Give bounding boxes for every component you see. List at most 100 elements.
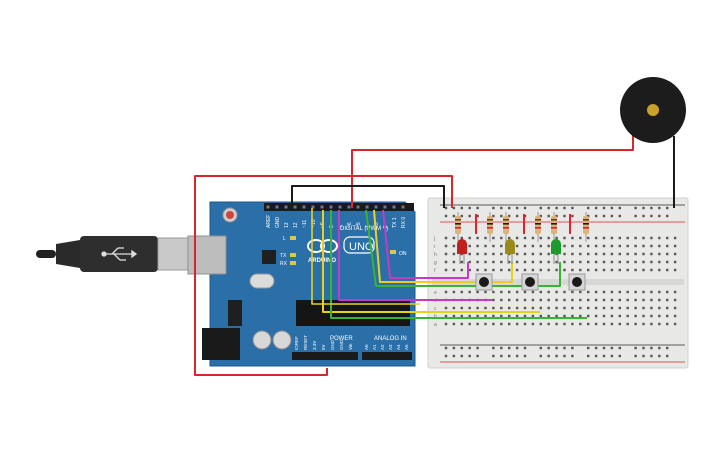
terminal-hole[interactable] bbox=[460, 314, 463, 318]
rail-hole[interactable] bbox=[642, 354, 645, 358]
terminal-hole[interactable] bbox=[452, 322, 456, 326]
terminal-hole[interactable] bbox=[563, 298, 566, 302]
terminal-hole[interactable] bbox=[666, 290, 669, 294]
terminal-hole[interactable] bbox=[594, 298, 598, 302]
terminal-hole[interactable] bbox=[531, 298, 535, 302]
terminal-hole[interactable] bbox=[547, 252, 550, 256]
rail-hole[interactable] bbox=[547, 354, 550, 358]
terminal-hole[interactable] bbox=[666, 322, 669, 326]
rail-hole[interactable] bbox=[618, 214, 621, 218]
push-buttons[interactable] bbox=[475, 273, 586, 291]
terminal-hole[interactable] bbox=[618, 306, 621, 310]
rail-hole[interactable] bbox=[650, 354, 653, 358]
terminal-hole[interactable] bbox=[563, 252, 566, 256]
terminal-hole[interactable] bbox=[452, 252, 456, 256]
rail-hole[interactable] bbox=[476, 214, 479, 218]
terminal-hole[interactable] bbox=[658, 260, 661, 264]
terminal-hole[interactable] bbox=[555, 322, 558, 326]
terminal-hole[interactable] bbox=[618, 290, 621, 294]
terminal-hole[interactable] bbox=[523, 260, 527, 264]
terminal-hole[interactable] bbox=[492, 260, 495, 264]
terminal-hole[interactable] bbox=[444, 252, 448, 256]
rail-hole[interactable] bbox=[452, 346, 456, 350]
terminal-hole[interactable] bbox=[460, 260, 463, 264]
terminal-hole[interactable] bbox=[531, 268, 535, 272]
rail-hole[interactable] bbox=[515, 206, 519, 210]
terminal-hole[interactable] bbox=[610, 306, 614, 310]
rail-hole[interactable] bbox=[602, 346, 606, 350]
terminal-hole[interactable] bbox=[571, 236, 574, 240]
terminal-hole[interactable] bbox=[484, 290, 487, 294]
terminal-hole[interactable] bbox=[634, 236, 637, 240]
terminal-hole[interactable] bbox=[508, 314, 511, 318]
rail-hole[interactable] bbox=[658, 346, 661, 350]
rail-hole[interactable] bbox=[547, 206, 550, 210]
terminal-hole[interactable] bbox=[547, 290, 550, 294]
digital-pin[interactable] bbox=[347, 205, 351, 209]
rail-hole[interactable] bbox=[587, 346, 590, 350]
rail-hole[interactable] bbox=[658, 206, 661, 210]
terminal-hole[interactable] bbox=[587, 298, 590, 302]
rail-hole[interactable] bbox=[666, 346, 669, 350]
terminal-hole[interactable] bbox=[602, 314, 606, 318]
terminal-hole[interactable] bbox=[587, 290, 590, 294]
terminal-hole[interactable] bbox=[476, 244, 479, 248]
push-button[interactable] bbox=[521, 273, 539, 291]
terminal-hole[interactable] bbox=[642, 252, 645, 256]
terminal-hole[interactable] bbox=[658, 252, 661, 256]
terminal-hole[interactable] bbox=[626, 260, 629, 264]
terminal-hole[interactable] bbox=[650, 306, 653, 310]
rail-hole[interactable] bbox=[539, 206, 542, 210]
terminal-hole[interactable] bbox=[452, 236, 456, 240]
terminal-hole[interactable] bbox=[555, 306, 558, 310]
rail-hole[interactable] bbox=[515, 214, 519, 218]
terminal-hole[interactable] bbox=[547, 260, 550, 264]
terminal-hole[interactable] bbox=[547, 268, 550, 272]
digital-pin[interactable] bbox=[365, 205, 369, 209]
terminal-hole[interactable] bbox=[444, 268, 448, 272]
terminal-hole[interactable] bbox=[673, 252, 677, 256]
rail-hole[interactable] bbox=[452, 214, 456, 218]
resistors[interactable] bbox=[455, 212, 589, 242]
terminal-hole[interactable] bbox=[571, 290, 574, 294]
terminal-hole[interactable] bbox=[460, 268, 463, 272]
terminal-hole[interactable] bbox=[594, 322, 598, 326]
rail-hole[interactable] bbox=[666, 354, 669, 358]
terminal-hole[interactable] bbox=[468, 236, 471, 240]
terminal-hole[interactable] bbox=[610, 260, 614, 264]
terminal-hole[interactable] bbox=[468, 252, 471, 256]
terminal-hole[interactable] bbox=[587, 244, 590, 248]
terminal-hole[interactable] bbox=[476, 306, 479, 310]
rail-hole[interactable] bbox=[563, 206, 566, 210]
rail-hole[interactable] bbox=[515, 346, 519, 350]
terminal-hole[interactable] bbox=[650, 322, 653, 326]
terminal-hole[interactable] bbox=[634, 314, 637, 318]
terminal-hole[interactable] bbox=[650, 314, 653, 318]
terminal-hole[interactable] bbox=[508, 322, 511, 326]
rail-hole[interactable] bbox=[547, 346, 550, 350]
terminal-hole[interactable] bbox=[523, 298, 527, 302]
terminal-hole[interactable] bbox=[602, 290, 606, 294]
terminal-hole[interactable] bbox=[602, 236, 606, 240]
terminal-hole[interactable] bbox=[492, 252, 495, 256]
terminal-hole[interactable] bbox=[563, 290, 566, 294]
terminal-hole[interactable] bbox=[484, 252, 487, 256]
rail-hole[interactable] bbox=[634, 354, 637, 358]
terminal-hole[interactable] bbox=[555, 268, 558, 272]
terminal-hole[interactable] bbox=[476, 236, 479, 240]
terminal-hole[interactable] bbox=[634, 298, 637, 302]
terminal-hole[interactable] bbox=[650, 244, 653, 248]
terminal-hole[interactable] bbox=[634, 244, 637, 248]
terminal-hole[interactable] bbox=[539, 244, 542, 248]
terminal-hole[interactable] bbox=[618, 322, 621, 326]
rail-hole[interactable] bbox=[515, 354, 519, 358]
terminal-hole[interactable] bbox=[626, 244, 629, 248]
terminal-hole[interactable] bbox=[579, 252, 582, 256]
digital-pin[interactable] bbox=[284, 205, 288, 209]
rail-hole[interactable] bbox=[642, 214, 645, 218]
terminal-hole[interactable] bbox=[563, 306, 566, 310]
terminal-hole[interactable] bbox=[610, 252, 614, 256]
terminal-hole[interactable] bbox=[642, 314, 645, 318]
terminal-hole[interactable] bbox=[515, 290, 519, 294]
terminal-hole[interactable] bbox=[531, 236, 535, 240]
